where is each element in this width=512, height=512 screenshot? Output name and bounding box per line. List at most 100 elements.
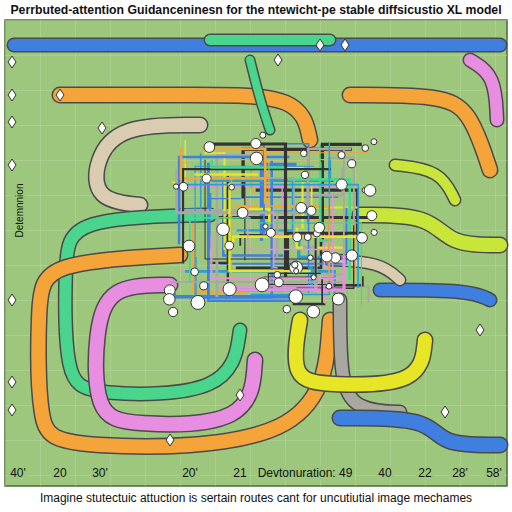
network-node-dot [274,271,281,278]
pipe-outline [470,60,497,120]
axis-tick-label: 30' [90,466,110,480]
network-node-dot [263,224,268,229]
network-node-dot [202,174,211,183]
network-node-dot [289,290,303,304]
pipe-body [395,165,455,200]
grid-lines [5,20,507,486]
pipe [296,320,425,385]
network-node-dot [223,283,236,296]
network-node-dot [251,138,261,148]
network-wire [229,183,310,271]
network-wire [243,149,352,198]
network-wire [170,148,344,283]
axis-tick-label: 21 [231,466,248,480]
network-node-dot [283,305,291,313]
axis-tick-label: 28' [450,466,470,480]
axis-tick-label: 20' [180,466,200,480]
pipe [340,300,400,412]
network-node-dot [296,202,307,213]
pipe [250,60,270,130]
pipe-body [296,320,425,385]
network-node-dot [225,241,234,250]
plot-ground [5,20,507,486]
pipe-body [14,39,500,51]
network-node-dot [294,268,299,273]
diamond-marker [341,39,349,51]
network-node-dot [191,268,199,276]
network-wire [210,145,264,235]
network-node-dot [274,278,283,287]
network-node-dot [307,305,320,318]
network-wire [186,153,201,209]
network-node-dot [307,206,316,215]
network-node-dot [304,234,311,241]
network-node-dot [362,145,369,152]
pipe [380,290,490,300]
diamond-marker [8,376,16,388]
pipe-body [96,285,255,424]
network-node-dot [321,251,332,262]
diamond-marker [98,122,106,134]
pipe-outline [380,290,490,300]
network-node-dot [200,282,208,290]
center-network [164,132,378,318]
axis-tick-label: 20 [51,466,68,480]
diamond-marker [236,389,244,401]
network-wire [346,291,348,294]
pipe-body [96,125,200,205]
network-node-dot [179,182,188,191]
diamond-marker [56,89,64,101]
network-node-dot [301,171,308,178]
network-wire [303,248,316,291]
pipe [210,40,330,41]
network-node-dot [357,232,368,243]
network-wire [195,166,314,301]
pipe [96,125,200,205]
axis-tick-label: Devtonuration: 49 [256,466,355,480]
network-node-dot [346,250,357,261]
chart-title: Perrbuted-attention Guidanceninesn for t… [10,3,501,17]
pipe-outline [14,38,500,53]
network-wire [212,160,284,167]
network-node-dot [348,160,356,168]
pipe-outline [38,255,330,446]
network-node-dot [371,229,377,235]
network-node-dot [314,222,325,233]
network-node-dot [338,152,345,159]
network-wire [209,144,285,278]
pipe-body [340,300,400,412]
network-wire [253,153,369,194]
network-node-dot [164,294,175,305]
network-wire [201,149,265,204]
network-node-dot [367,211,377,221]
network-node-dot [255,278,269,292]
pipe [470,60,497,120]
diamond-marker [8,159,16,171]
network-node-dot [311,275,316,280]
chart-caption: Imagine stutectuic attuction is sertain … [40,491,472,505]
diamond-marker [476,324,484,336]
pipe [360,215,500,245]
axis-tick-label: 22 [416,466,433,480]
pipe [38,255,330,446]
pipe-outline [96,285,255,424]
pipe [395,165,455,200]
pipe [350,95,490,170]
network-wire [248,199,345,249]
diamond-marker [8,404,16,416]
axis-title: Detemnnion [15,181,26,239]
diamond-marker [8,56,16,68]
pipe-outline [360,215,500,245]
pipe-body [360,215,500,245]
diamond-marker [8,89,16,101]
network-wire [208,163,291,301]
network-node-dot [260,132,266,138]
network-node-dot [266,228,275,237]
network-wire [261,165,296,241]
pipe-outline [296,320,425,385]
pipe-outline [96,125,200,205]
pipe [96,285,255,424]
network-node-dot [364,185,376,197]
pipe-outline [395,165,455,200]
